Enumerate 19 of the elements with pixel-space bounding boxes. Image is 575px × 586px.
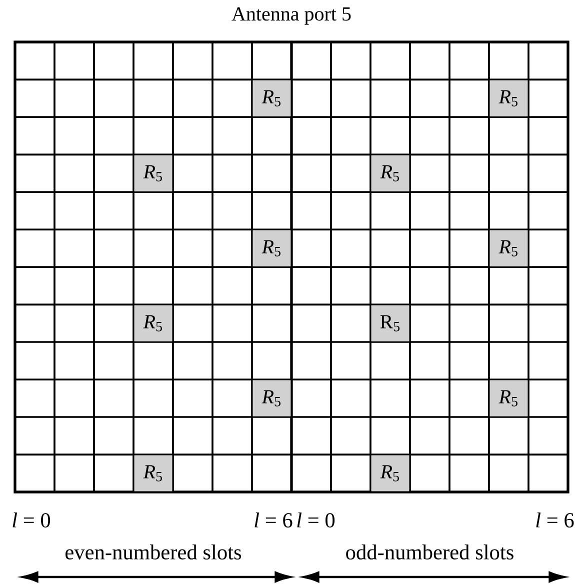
reference-signal-cell: R$_{5}$ [490, 230, 528, 266]
symbol-index-label: l = 6 [536, 512, 574, 528]
reference-signal-cell: R$_{5}$ [490, 380, 528, 416]
slot-label: odd-numbered slots [346, 544, 514, 560]
symbol-index-label: l = 0 [12, 512, 50, 528]
reference-signal-cell: R$_{5}$ [371, 305, 410, 342]
symbol-index-label: l = 0 [297, 512, 335, 528]
reference-signal-cell: R$_{5}$ [252, 80, 291, 116]
reference-signal-cell: R$_{5}$ [134, 455, 172, 492]
symbol-index-label: l = 6 [254, 512, 292, 528]
reference-signal-cell: R$_{5}$ [252, 230, 291, 266]
reference-signal-cell: R$_{5}$ [371, 155, 410, 192]
reference-signal-cell: R$_{5}$ [371, 455, 410, 492]
reference-signal-cell: R$_{5}$ [490, 80, 528, 116]
title: Antenna port 5 [232, 7, 351, 25]
reference-signal-cell: R$_{5}$ [134, 155, 172, 192]
reference-signal-cell: R$_{5}$ [134, 305, 172, 342]
slot-label: even-numbered slots [66, 544, 242, 560]
reference-signal-cell: R$_{5}$ [252, 380, 291, 416]
